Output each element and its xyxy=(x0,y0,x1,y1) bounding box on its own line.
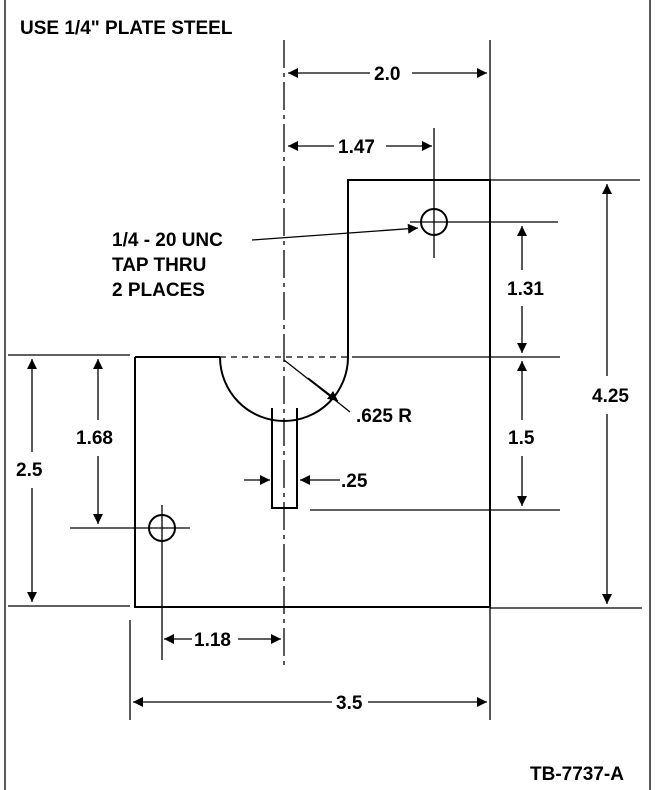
lower-section-outline xyxy=(134,357,491,608)
figure-id: TB-7737-A xyxy=(530,764,624,785)
top-tapped-hole xyxy=(410,128,558,258)
dim-overall-width: 3.5 xyxy=(336,693,363,714)
dim-top-section-width: 2.0 xyxy=(374,64,400,85)
callout-line-1: 1/4 - 20 UNC xyxy=(112,230,223,251)
dim-overall-height: 4.25 xyxy=(592,386,629,407)
dim-left-height: 2.5 xyxy=(16,460,43,481)
tap-callout: 1/4 - 20 UNC TAP THRU 2 PLACES xyxy=(112,230,223,301)
dim-radius: .625 R xyxy=(356,406,412,427)
dim-slot-width: .25 xyxy=(341,471,368,492)
upper-section-outline xyxy=(347,179,491,357)
tap-callout-leader xyxy=(251,223,419,241)
dim-step-to-slot: 1.5 xyxy=(508,428,535,449)
callout-line-3: 2 PLACES xyxy=(112,280,205,301)
dim-top-hole-height: 1.31 xyxy=(507,279,544,300)
dim-bottom-hole-height: 1.68 xyxy=(76,428,113,449)
material-note: USE 1/4" PLATE STEEL xyxy=(20,18,233,39)
dim-bottom-hole-offset: 1.18 xyxy=(194,630,231,651)
radius-leader xyxy=(283,359,341,405)
bottom-tapped-hole xyxy=(70,505,190,660)
callout-line-2: TAP THRU xyxy=(112,255,206,276)
extension-lines xyxy=(8,40,642,720)
dim-top-hole-offset: 1.47 xyxy=(338,137,375,158)
